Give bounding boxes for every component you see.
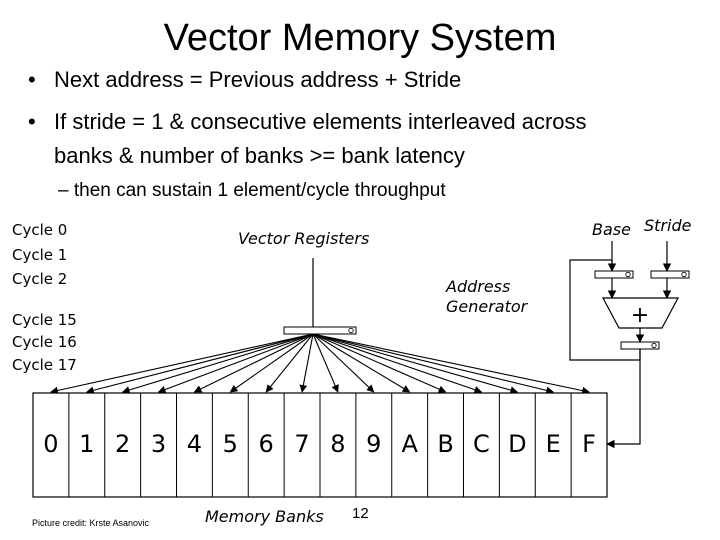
bank-label: 9 xyxy=(366,430,381,458)
fanout-arrow xyxy=(229,333,314,393)
vector-registers-label: Vector Registers xyxy=(238,229,370,248)
picture-credit: Picture credit: Krste Asanovic xyxy=(32,518,150,528)
fanout-arrow xyxy=(157,333,314,394)
vector-register-latch xyxy=(283,326,357,335)
base-label: Base xyxy=(592,220,631,239)
bank-label: 5 xyxy=(223,430,238,458)
bullet-2-text: If stride = 1 & consecutive elements int… xyxy=(54,109,587,134)
bank-label: A xyxy=(401,430,418,458)
bank-label: 0 xyxy=(43,430,58,458)
bank-label: 7 xyxy=(294,430,309,458)
bank-label: B xyxy=(437,430,453,458)
cycle-label: Cycle 2 xyxy=(12,270,68,288)
bullet-2-continued: banks & number of banks >= bank latency xyxy=(54,143,465,168)
fanout-arrow xyxy=(312,333,519,394)
bank-label: F xyxy=(582,430,596,458)
stride-label: Stride xyxy=(644,216,692,235)
fanout-arrow xyxy=(312,333,554,395)
bank-label: 3 xyxy=(151,430,166,458)
cycle-label: Cycle 0 xyxy=(12,221,68,239)
address-latch xyxy=(620,341,660,350)
sub-bullet-text: then can sustain 1 element/cycle through… xyxy=(73,180,446,201)
bullet-1-text: Next address = Previous address + Stride xyxy=(54,67,462,92)
fanout-arrow xyxy=(312,333,411,393)
bullet-2: • If stride = 1 & consecutive elements in… xyxy=(28,108,587,136)
adder: + xyxy=(602,297,679,329)
cycle-label: Cycle 1 xyxy=(12,246,68,264)
bullet-symbol: • xyxy=(28,109,36,134)
bank-label: D xyxy=(508,430,526,458)
address-to-banks-arrow xyxy=(606,349,641,449)
stride-latch xyxy=(650,270,690,279)
fanout-arrow xyxy=(312,333,447,393)
sub-bullet: – then can sustain 1 element/cycle throu… xyxy=(58,178,446,204)
adder-symbol: + xyxy=(631,303,649,328)
bank-label: E xyxy=(546,430,561,458)
fanout-arrow xyxy=(312,333,483,394)
fanout-arrow xyxy=(86,333,314,395)
fanout-arrow xyxy=(50,333,314,395)
bullet-1: • Next address = Previous address + Strid… xyxy=(28,66,461,94)
fanout-arrow xyxy=(312,333,590,395)
bank-label: 6 xyxy=(259,430,274,458)
fanout-arrow xyxy=(299,333,314,393)
page-number: 12 xyxy=(352,505,369,522)
fanout-arrow xyxy=(193,333,314,393)
bullet-symbol: • xyxy=(28,67,36,92)
bank-label: 2 xyxy=(115,430,130,458)
fanout-arrows xyxy=(50,333,590,395)
bank-label: 8 xyxy=(330,430,345,458)
fanout-arrow xyxy=(121,333,314,394)
address-generator-label-line-1: Address xyxy=(446,277,511,296)
address-generator-label-line-2: Generator xyxy=(446,297,528,316)
fanout-arrow xyxy=(312,333,339,393)
fanout-arrow xyxy=(312,333,375,393)
slide-title: Vector Memory System xyxy=(163,17,557,59)
sub-bullet-dash: – xyxy=(58,180,69,201)
memory-banks-label: Memory Banks xyxy=(205,507,324,526)
fanout-arrow xyxy=(265,333,314,393)
bank-label: 1 xyxy=(79,430,94,458)
cycle-label: Cycle 17 xyxy=(12,356,77,374)
cycle-label: Cycle 15 xyxy=(12,311,77,329)
bank-label: 4 xyxy=(187,430,202,458)
bank-label: C xyxy=(473,430,490,458)
cycle-label: Cycle 16 xyxy=(12,333,77,351)
base-latch xyxy=(594,270,634,279)
